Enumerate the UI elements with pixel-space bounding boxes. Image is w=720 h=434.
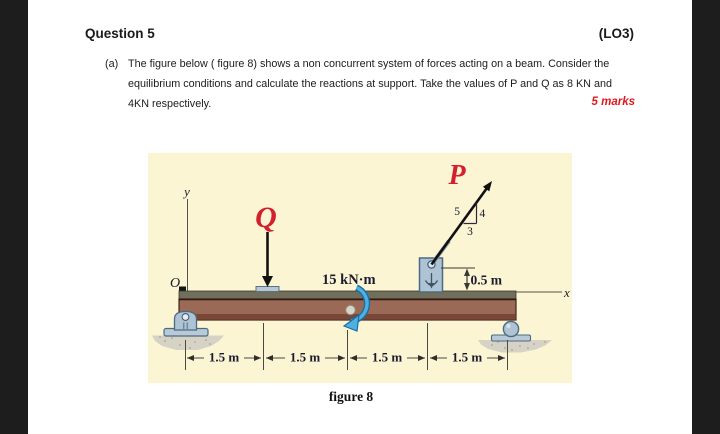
beam-top-flange bbox=[178, 290, 517, 300]
pin-support bbox=[152, 310, 224, 350]
question-title: Question 5 bbox=[85, 26, 155, 41]
height-dimension: 0.5 m bbox=[441, 267, 503, 291]
roller-wheel bbox=[502, 320, 520, 338]
roller-support bbox=[478, 320, 552, 353]
slope-4-label: 4 bbox=[480, 208, 486, 220]
load-plate bbox=[255, 286, 280, 292]
question-text: The figure below ( figure 8) shows a non… bbox=[128, 58, 610, 70]
force-q-arrowhead bbox=[262, 276, 273, 287]
marks-badge: 5 marks bbox=[591, 96, 635, 108]
y-axis-label: y bbox=[182, 184, 190, 199]
height-dim-arrowhead-up bbox=[464, 268, 470, 276]
beam-hole bbox=[345, 304, 356, 316]
roller-support-ground bbox=[478, 340, 552, 353]
question-text: 4KN respectively. bbox=[128, 98, 212, 110]
slope-3-label: 3 bbox=[467, 226, 473, 238]
moment-arrow bbox=[342, 284, 371, 332]
slope-5-label: 5 bbox=[454, 206, 460, 218]
item-label: (a) bbox=[105, 58, 119, 70]
ground-stipple bbox=[159, 336, 211, 349]
force-p-label: P bbox=[447, 160, 466, 191]
dim-label-4: 1.5 m bbox=[452, 350, 483, 365]
lo-tag: (LO3) bbox=[598, 26, 634, 41]
height-dim-arrowhead-down bbox=[464, 283, 470, 291]
roller-highlight bbox=[506, 324, 511, 328]
question-text-line-1: (a) The figure below ( figure 8) shows a… bbox=[105, 57, 640, 71]
beam-figure: y O x bbox=[148, 153, 572, 383]
anchor-glyph bbox=[424, 273, 439, 289]
moment-label: 15 kN·m bbox=[322, 272, 376, 288]
height-dim-label: 0.5 m bbox=[471, 273, 503, 288]
dim-label-1: 1.5 m bbox=[209, 350, 240, 365]
beam-bottom-shade bbox=[180, 314, 515, 319]
slope-triangle: 5 4 3 bbox=[454, 203, 486, 238]
dim-label-2: 1.5 m bbox=[290, 350, 321, 365]
dim-labels: 1.5 m 1.5 m 1.5 m 1.5 m bbox=[204, 350, 487, 365]
pin-support-pin bbox=[181, 313, 190, 321]
dim-label-3: 1.5 m bbox=[372, 350, 403, 365]
moment-arrowhead bbox=[342, 313, 360, 332]
force-q-label: Q bbox=[255, 201, 277, 234]
origin-label: O bbox=[170, 276, 180, 291]
force-p-arrow-shaft bbox=[430, 187, 489, 266]
figure-caption: figure 8 bbox=[328, 389, 374, 404]
question-text: equilibrium conditions and calculate the… bbox=[128, 78, 612, 90]
question-text-line-2: equilibrium conditions and calculate the… bbox=[128, 77, 640, 91]
beam bbox=[178, 290, 517, 321]
beam-diagram-svg: y O x bbox=[152, 160, 570, 370]
document-page: Question 5 (LO3) (a) The figure below ( … bbox=[28, 0, 692, 434]
dim-arrowheads bbox=[187, 355, 505, 361]
question-text-line-3: 4KN respectively. bbox=[128, 97, 640, 111]
origin-dot bbox=[179, 286, 186, 293]
force-p-arrowhead bbox=[482, 181, 492, 192]
x-axis-label: x bbox=[563, 285, 570, 300]
pin-support-ground bbox=[152, 335, 224, 350]
